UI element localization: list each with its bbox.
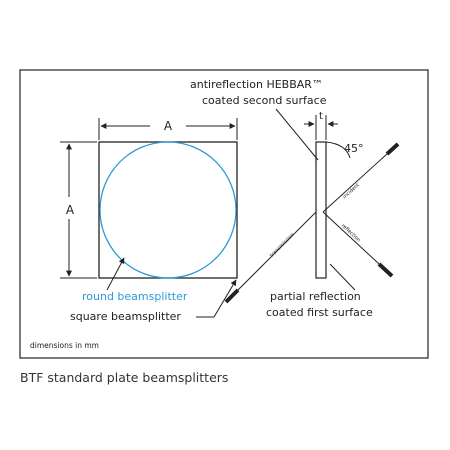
transmitted-beam-end xyxy=(224,288,240,304)
thickness-dimension xyxy=(304,115,338,140)
incident-beam xyxy=(322,143,399,213)
incident-beam-source xyxy=(385,142,400,156)
plate-side-view xyxy=(315,141,327,279)
thickness-label: t xyxy=(319,111,323,122)
incident-beam-label: incident xyxy=(342,182,361,200)
angle-label: 45° xyxy=(344,142,364,155)
figure-caption: BTF standard plate beamsplitters xyxy=(20,370,229,385)
angle-arc xyxy=(325,141,351,159)
square-beamsplitter-label: square beamsplitter xyxy=(70,310,181,323)
reflection-beam-label: reflection xyxy=(340,223,361,243)
partial-reflection-leader xyxy=(329,263,356,291)
square-beamsplitter-leader xyxy=(196,279,237,318)
antireflection-leader xyxy=(275,108,319,161)
round-beamsplitter-leader xyxy=(106,257,125,291)
reflected-beam-end xyxy=(377,262,394,278)
partial-reflection-label-line2: coated first surface xyxy=(266,306,373,319)
dimension-a-horizontal-label: A xyxy=(164,119,173,133)
dimension-a-horizontal xyxy=(98,118,238,140)
transmission-beam-label: transmission xyxy=(269,232,296,259)
dimension-a-vertical-label: A xyxy=(66,203,75,217)
partial-reflection-label-line1: partial reflection xyxy=(270,290,361,303)
antireflection-label-line2: coated second surface xyxy=(202,94,327,107)
diagram-frame xyxy=(19,69,429,359)
round-beamsplitter-label: round beamsplitter xyxy=(82,290,188,303)
antireflection-label-line1: antireflection HEBBAR™ xyxy=(190,78,323,91)
dimensions-note: dimensions in mm xyxy=(30,341,99,350)
dimension-a-vertical xyxy=(60,141,97,279)
transmitted-beam xyxy=(227,211,317,301)
round-plate xyxy=(99,141,237,279)
